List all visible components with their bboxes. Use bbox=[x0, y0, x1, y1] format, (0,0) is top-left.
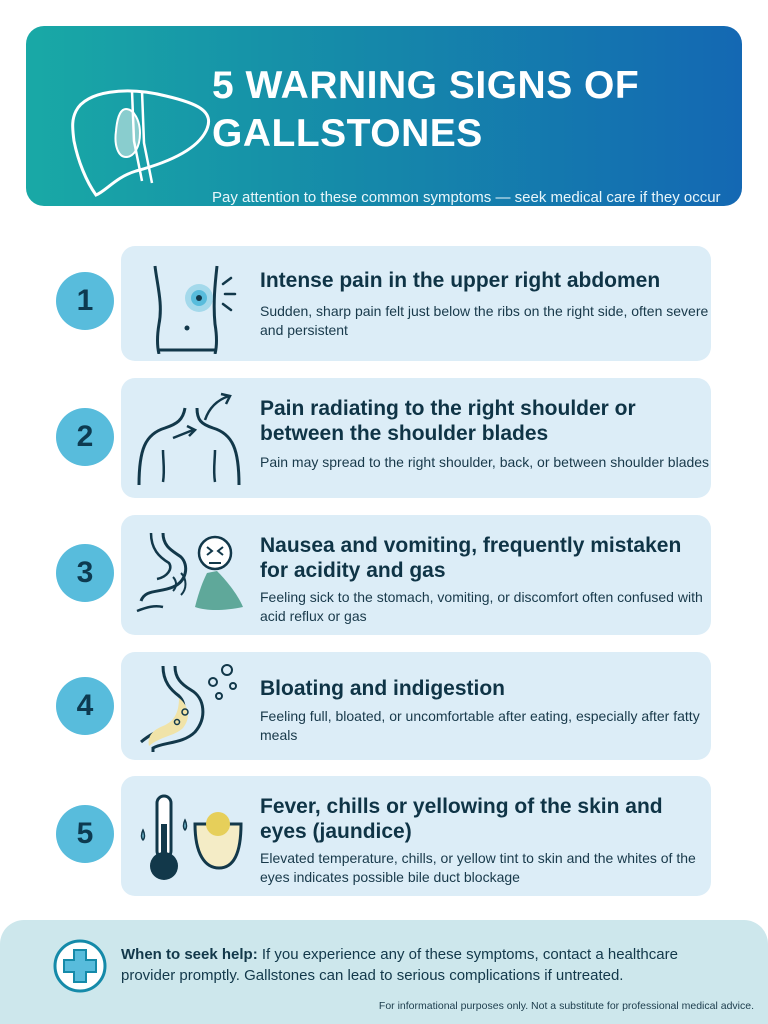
sign-description: Feeling full, bloated, or uncomfortable … bbox=[260, 708, 700, 743]
disclaimer: For informational purposes only. Not a s… bbox=[378, 1000, 754, 1012]
sign-number-badge: 1 bbox=[56, 272, 114, 330]
sign-card: Pain radiating to the right shoulder or … bbox=[121, 378, 711, 498]
seek-help-text: When to seek help: If you experience any… bbox=[121, 944, 721, 986]
sign-description: Elevated temperature, chills, or yellow … bbox=[260, 850, 696, 885]
liver-gallbladder-icon bbox=[71, 89, 210, 197]
page-subtitle: Pay attention to these common symptoms —… bbox=[212, 189, 721, 206]
header-banner: 5 WARNING SIGNS OF GALLSTONES Pay attent… bbox=[26, 26, 742, 206]
sign-number-badge: 5 bbox=[56, 805, 114, 863]
sign-number-badge: 4 bbox=[56, 677, 114, 735]
page-title: 5 WARNING SIGNS OF GALLSTONES bbox=[212, 64, 640, 155]
sign-card: Bloating and indigestion Feeling full, b… bbox=[121, 652, 711, 760]
medical-cross-icon bbox=[53, 939, 107, 993]
seek-help-body: If you experience any of these symptoms,… bbox=[121, 946, 678, 984]
sign-description: Pain may spread to the right shoulder, b… bbox=[260, 454, 710, 470]
thermometer-eye-icon bbox=[140, 794, 243, 880]
sign-description: Feeling sick to the stomach, vomiting, o… bbox=[260, 589, 703, 624]
sign-title: Bloating and indigestion bbox=[260, 677, 505, 700]
sign-number-badge: 2 bbox=[56, 408, 114, 466]
sign-title: Fever, chills or yellowing of the skin a… bbox=[260, 795, 663, 843]
sign-title: Intense pain in the upper right abdomen bbox=[260, 269, 661, 292]
sign-card: Nausea and vomiting, frequently mistaken… bbox=[121, 515, 711, 635]
nausea-icon bbox=[136, 532, 243, 613]
sign-title: Pain radiating to the right shoulder or … bbox=[260, 397, 636, 445]
footer-banner: When to seek help: If you experience any… bbox=[0, 920, 768, 1024]
sign-number-badge: 3 bbox=[56, 544, 114, 602]
seek-help-label: When to seek help: bbox=[121, 946, 258, 963]
abdomen-pain-icon bbox=[153, 265, 237, 354]
sign-card: Intense pain in the upper right abdomen … bbox=[121, 246, 711, 361]
sign-title: Nausea and vomiting, frequently mistaken… bbox=[260, 534, 682, 582]
shoulder-pain-icon bbox=[137, 392, 241, 486]
sign-card: Fever, chills or yellowing of the skin a… bbox=[121, 776, 711, 896]
stomach-bloating-icon bbox=[140, 664, 237, 752]
sign-description: Sudden, sharp pain felt just below the r… bbox=[260, 303, 709, 338]
